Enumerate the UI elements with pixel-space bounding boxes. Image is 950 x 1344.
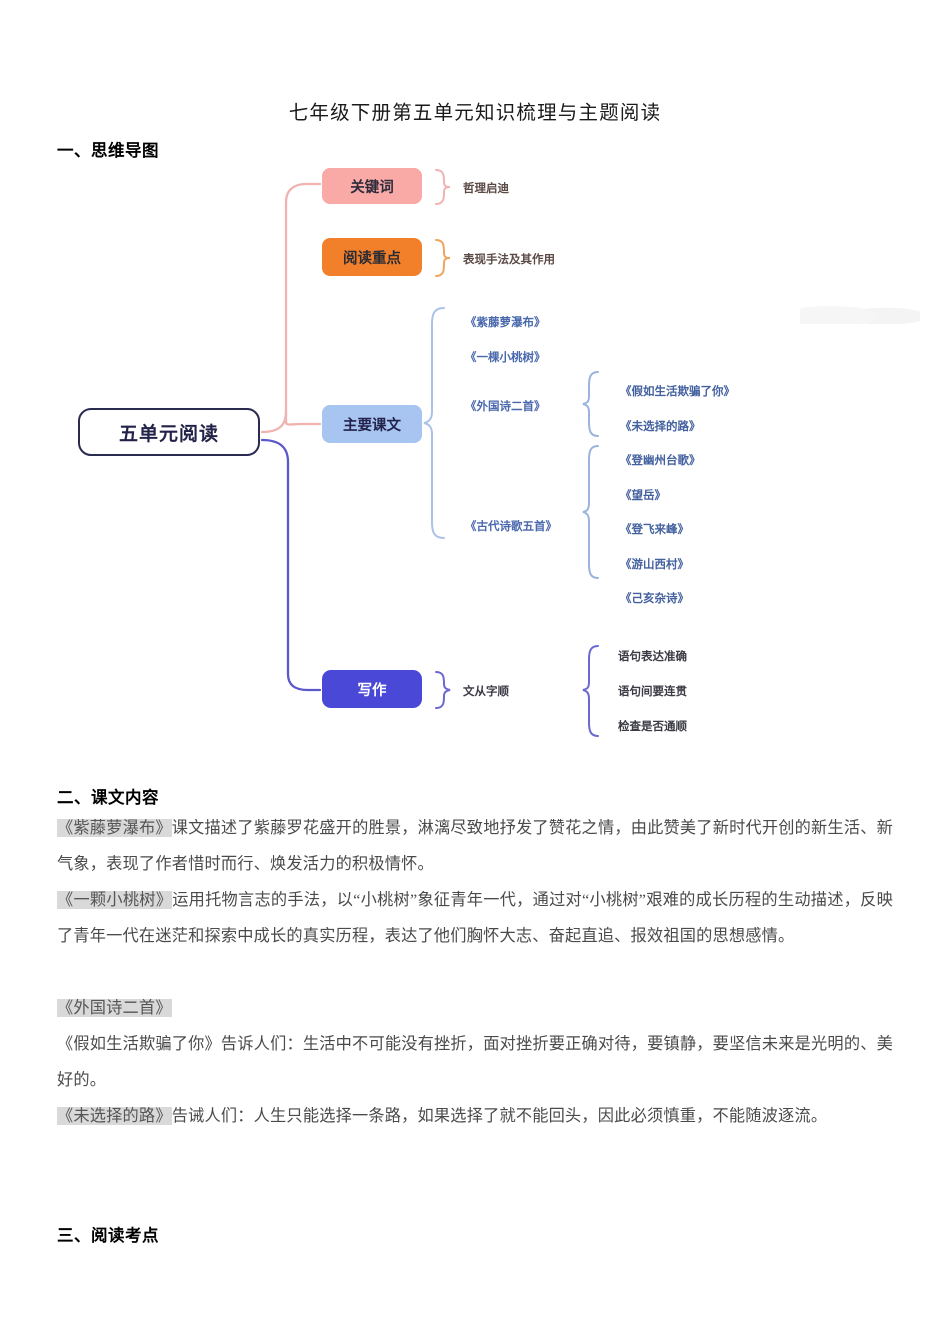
watermark-artifact: [800, 298, 920, 324]
text-title-weixuanze: 《未选择的路》: [57, 1107, 172, 1125]
mindmap-leaf-foreign-poem-1: 《假如生活欺骗了你》: [620, 384, 735, 398]
text-title-waiguoshi: 《外国诗二首》: [57, 999, 172, 1017]
mindmap-leaf-text-3: 《外国诗二首》: [465, 399, 546, 413]
mindmap-center-node: 五单元阅读: [78, 408, 260, 456]
mindmap-leaf-ancient-poem-3: 《登飞来峰》: [620, 522, 689, 536]
text-title-jiaru: 《假如生活欺骗了你》: [57, 1035, 221, 1053]
text-body-zitengluo: 课文描述了紫藤罗花盛开的胜景，淋漓尽致地抒发了赞花之情，由此赞美了新时代开创的新…: [57, 819, 893, 873]
mindmap-leaf-ancient-poem-5: 《己亥杂诗》: [620, 591, 689, 605]
section-heading-content: 二、课文内容: [57, 788, 159, 807]
section-heading-exam: 三、阅读考点: [57, 1226, 159, 1245]
text-body-weixuanze: 告诫人们：人生只能选择一条路，如果选择了就不能回头，因此必须慎重，不能随波逐流。: [171, 1107, 828, 1125]
paragraph-xiaotaoshu: 《一颗小桃树》运用托物言志的手法，以“小桃树”象征青年一代，通过对“小桃树”艰难…: [57, 882, 893, 954]
mindmap-node-reading-focus: 阅读重点: [322, 238, 422, 276]
mindmap-leaf-writing-1: 文从字顺: [463, 684, 509, 698]
mindmap-leaf-keyword-1: 哲理启迪: [463, 181, 509, 195]
mindmap-leaf-ancient-poem-1: 《登幽州台歌》: [620, 453, 701, 467]
mindmap-node-main-texts: 主要课文: [322, 405, 422, 443]
mindmap-node-keyword: 关键词: [322, 168, 422, 204]
text-body-jiaru: 告诉人们：生活中不可能没有挫折，面对挫折要正确对待，要镇静，要坚信未来是光明的、…: [57, 1035, 893, 1089]
mindmap-leaf-text-2: 《一棵小桃树》: [465, 350, 546, 364]
mindmap-diagram: 五单元阅读 关键词 阅读重点 主要课文 写作 哲理启迪 表现手法及其作用 《紫藤…: [0, 150, 950, 760]
text-body-xiaotaoshu: 运用托物言志的手法，以“小桃树”象征青年一代，通过对“小桃树”艰难的成长历程的生…: [57, 891, 894, 945]
mindmap-connectors: [260, 169, 599, 737]
paragraph-waiguoshi-title: 《外国诗二首》: [57, 990, 893, 1026]
mindmap-node-writing: 写作: [322, 670, 422, 708]
mindmap-leaf-foreign-poem-2: 《未选择的路》: [620, 419, 701, 433]
paragraph-weixuanze: 《未选择的路》告诫人们：人生只能选择一条路，如果选择了就不能回头，因此必须慎重，…: [57, 1098, 893, 1134]
mindmap-leaf-text-1: 《紫藤萝瀑布》: [465, 315, 546, 329]
text-title-zitengluo: 《紫藤萝瀑布》: [57, 819, 172, 837]
page-title: 七年级下册第五单元知识梳理与主题阅读: [288, 103, 662, 124]
mindmap-leaf-focus-1: 表现手法及其作用: [463, 252, 555, 266]
section-heading-mindmap: 一、思维导图: [57, 141, 159, 160]
mindmap-leaf-ancient-poem-4: 《游山西村》: [620, 557, 689, 571]
mindmap-leaf-writing-detail-1: 语句表达准确: [618, 649, 687, 663]
paragraph-jiaru: 《假如生活欺骗了你》告诉人们：生活中不可能没有挫折，面对挫折要正确对待，要镇静，…: [57, 1026, 893, 1098]
text-title-xiaotaoshu: 《一颗小桃树》: [57, 891, 173, 909]
mindmap-leaf-ancient-poem-2: 《望岳》: [620, 488, 666, 502]
mindmap-leaf-writing-detail-3: 检查是否通顺: [618, 719, 687, 733]
mindmap-leaf-text-4: 《古代诗歌五首》: [465, 519, 557, 533]
paragraph-zitengluo: 《紫藤萝瀑布》课文描述了紫藤罗花盛开的胜景，淋漓尽致地抒发了赞花之情，由此赞美了…: [57, 810, 893, 882]
mindmap-leaf-writing-detail-2: 语句间要连贯: [618, 684, 687, 698]
